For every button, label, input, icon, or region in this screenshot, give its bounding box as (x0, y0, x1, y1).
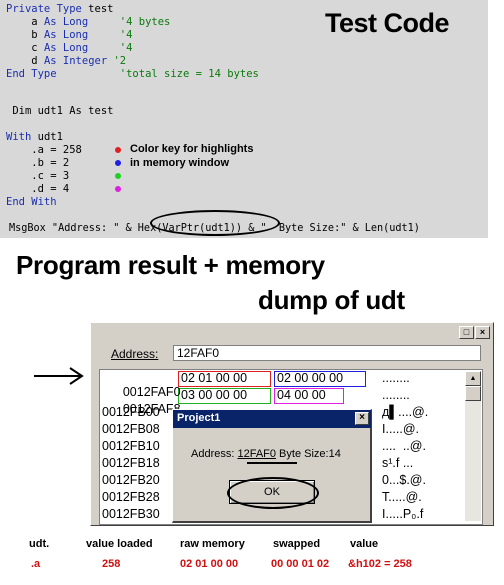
memory-row-address: 0012FB08 (102, 422, 160, 436)
green-dot-icon (115, 173, 121, 179)
table-cell-raw-memory: 02 01 00 00 (180, 558, 239, 570)
dialog-title: Project1 (177, 412, 221, 424)
address-label: Address: (111, 347, 159, 361)
highlight-d-box (274, 388, 344, 404)
msgbox-dialog: Project1 × Address: 12FAF0 Byte Size:14 … (172, 409, 372, 523)
code-line-dim: Dim udt1 As test (6, 105, 114, 117)
memory-row-hex-a: 02 01 00 00 (181, 371, 248, 385)
highlight-a-box (178, 371, 271, 387)
close-button[interactable]: × (475, 326, 490, 339)
table-header-swapped: swapped (273, 538, 321, 550)
memory-row-ascii: s¹.f ... (382, 456, 414, 470)
memory-row-hex-b: 02 00 00 00 (277, 371, 344, 385)
address-underline (247, 462, 297, 464)
legend-text-line1: Color key for highlights (130, 143, 254, 155)
test-code-title: Test Code (325, 8, 450, 38)
table-cell-udt: .a (31, 558, 41, 570)
hex-call-highlight-ellipse (150, 210, 280, 236)
memory-row-address: 0012FB00 (102, 405, 160, 419)
code-line-end-with: End With (6, 196, 57, 208)
memory-row: 0012FB08 (102, 422, 160, 436)
memory-row: 0012FB30 (102, 507, 160, 521)
code-line-assign-c: .c = 3 (6, 170, 70, 182)
dialog-title-bar[interactable]: Project1 × (173, 410, 371, 428)
memory-row: 0012FAF0 (102, 371, 181, 413)
dialog-message-size: Byte Size:14 (276, 448, 341, 460)
memory-row: 0012FB10 (102, 439, 160, 453)
dialog-message-prefix: Address: (191, 448, 238, 460)
code-line-type: Private Type test (6, 3, 114, 15)
highlight-b-box (274, 371, 366, 387)
dialog-close-button[interactable]: × (355, 412, 369, 425)
code-line-d: d As Integer '2 (6, 55, 127, 67)
blue-dot-icon (115, 160, 121, 166)
memory-row: 0012FB28 (102, 490, 160, 504)
memory-row-ascii: 0...$.@. (382, 473, 426, 487)
ok-highlight-ellipse (227, 477, 319, 509)
code-line-c: c As Long '4 (6, 42, 133, 54)
code-line-a: a As Long '4 bytes (6, 16, 171, 28)
code-line-b: b As Long '4 (6, 29, 133, 41)
code-line-with: With udt1 (6, 131, 63, 143)
memory-row-ascii: I.....P₀.f (382, 507, 424, 521)
memory-row-address: 0012FB30 (102, 507, 160, 521)
code-line-assign-a: .a = 258 (6, 144, 82, 156)
address-input[interactable]: 12FAF0 (173, 345, 481, 361)
right-arrow-icon (34, 367, 84, 385)
table-cell-swapped: 00 00 01 02 (271, 558, 330, 570)
headline-line2: dump of udt (258, 285, 405, 315)
memory-row-address: 0012FB20 (102, 473, 160, 487)
vertical-scrollbar[interactable]: ▲ (465, 371, 481, 521)
memory-row-hex-c: 03 00 00 00 (181, 388, 248, 402)
memory-row-address: 0012FB18 (102, 456, 160, 470)
restore-button[interactable]: □ (459, 326, 474, 339)
table-header-raw-memory: raw memory (180, 538, 245, 550)
table-header-value: value (350, 538, 379, 550)
memory-row-ascii: ........ (382, 371, 410, 385)
memory-row-address: 0012FB10 (102, 439, 160, 453)
memory-row-address: 0012FB28 (102, 490, 160, 504)
memory-row-address: 0012FAF8 (122, 402, 181, 416)
memory-row: 0012FB18 (102, 456, 160, 470)
scroll-thumb[interactable] (465, 386, 481, 401)
red-dot-icon (115, 147, 121, 153)
headline-line1: Program result + memory (16, 250, 325, 280)
dialog-message-address: 12FAF0 (237, 448, 276, 460)
magenta-dot-icon (115, 186, 121, 192)
memory-row-ascii: .... ..@. (382, 439, 426, 453)
table-cell-value-loaded: 258 (102, 558, 121, 570)
code-line-assign-b: .b = 2 (6, 157, 70, 169)
legend-text-line2: in memory window (130, 157, 230, 169)
memory-row-ascii: ........ (382, 388, 410, 402)
memory-row-address: 0012FAF0 (122, 385, 181, 399)
highlight-c-box (178, 388, 271, 404)
memory-row: 0012FB20 (102, 473, 160, 487)
memory-row: 0012FB00 (102, 405, 160, 419)
code-line-assign-d: .d = 4 (6, 183, 70, 195)
table-cell-value: &h102 = 258 (348, 558, 412, 570)
code-line-end-type: End Type 'total size = 14 bytes (6, 68, 259, 80)
memory-row-ascii: I.....@. (382, 422, 419, 436)
memory-row-ascii: T.....@. (382, 490, 422, 504)
scroll-up-arrow-icon[interactable]: ▲ (465, 371, 481, 386)
dialog-message: Address: 12FAF0 Byte Size:14 (191, 448, 341, 460)
code-panel: Private Type test a As Long '4 bytes b A… (0, 0, 488, 238)
memory-row-hex-d: 04 00 00 (277, 388, 326, 402)
memory-row-ascii: д▌....@. (382, 405, 429, 419)
table-header-value-loaded: value loaded (86, 538, 153, 550)
memory-row: 0012FAF8 (102, 388, 181, 430)
table-header-udt: udt. (29, 538, 50, 550)
